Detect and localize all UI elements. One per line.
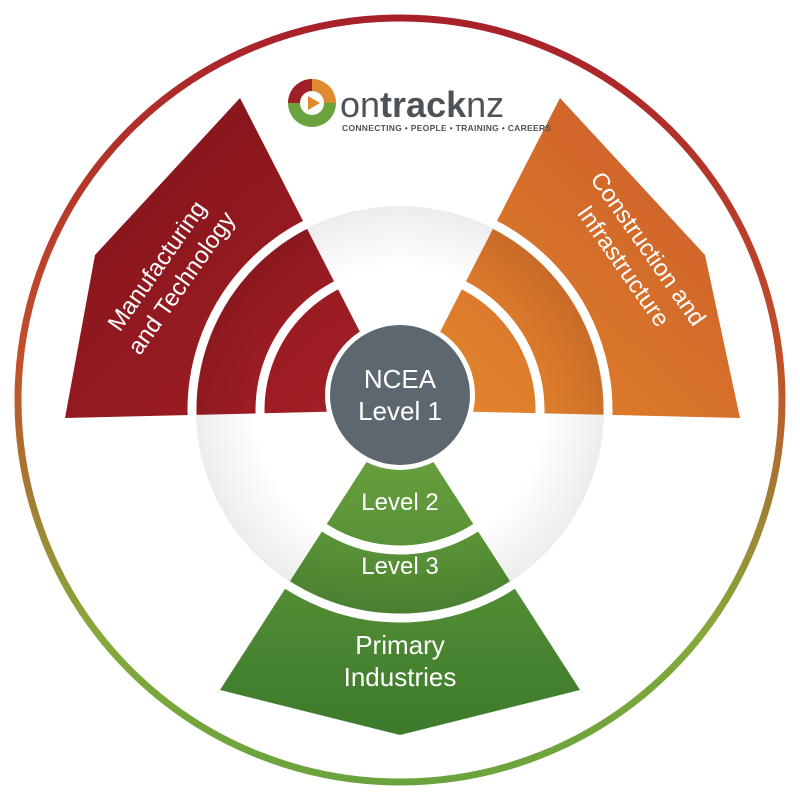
ring-label-level2: Level 2: [361, 489, 438, 516]
center-label-line2: Level 1: [358, 396, 442, 426]
center-label-line1: NCEA: [364, 364, 437, 394]
logo-tagline: CONNECTING • PEOPLE • TRAINING • CAREERS: [342, 123, 551, 133]
ring-label-level3: Level 3: [361, 553, 438, 580]
outer-ring: [14, 14, 786, 786]
svg-text:ontracknz: ontracknz: [340, 84, 504, 125]
logo-mark-icon: [288, 79, 336, 127]
center-disc-fill: [330, 325, 470, 465]
sector-label-primary-line1: Primary: [355, 630, 445, 660]
logo-word-track: track: [380, 84, 467, 125]
logo-word-on: on: [340, 84, 380, 125]
ontracknz-logo: ontracknz CONNECTING • PEOPLE • TRAINING…: [288, 79, 551, 133]
logo-word-nz: nz: [466, 84, 504, 125]
level2-ring-outer: [255, 265, 545, 555]
sector-label-primary-line2: Industries: [344, 662, 457, 692]
level3-ring-outer: [187, 197, 613, 623]
